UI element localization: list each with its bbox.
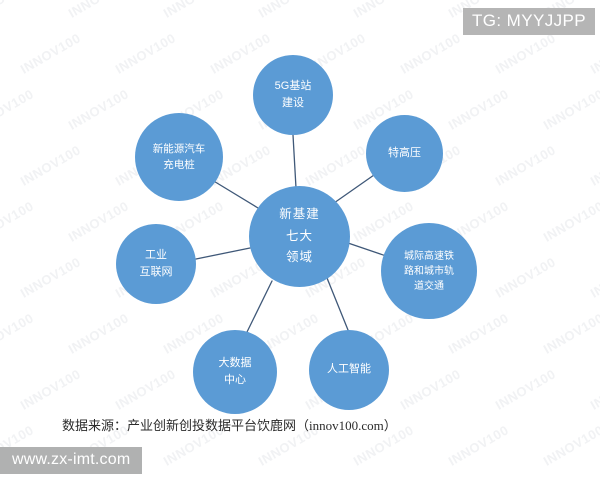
node-bigdata-line-2: 中心 <box>224 374 246 386</box>
node-rail-line-2: 路和城市轨 <box>404 265 454 277</box>
watermark-tile: INNOV100 <box>540 422 600 469</box>
site-watermark: www.zx-imt.com <box>0 447 143 474</box>
watermark-tile: INNOV100 <box>17 30 84 77</box>
node-artificial-intelligence[interactable]: 人工智能 <box>309 330 389 410</box>
node-rail-line-3: 道交通 <box>414 280 444 292</box>
connector-center-to-ev <box>211 179 259 209</box>
connector-center-to-bigdata <box>246 280 273 333</box>
node-center-line-3: 领域 <box>285 250 313 265</box>
connector-center-to-uhv <box>333 174 375 204</box>
node-center-line-1: 新基建 <box>279 206 320 221</box>
watermark-tile: INNOV100 <box>492 366 559 413</box>
watermark-tile: INNOV100 <box>445 86 512 133</box>
node-5g-line-2: 建设 <box>282 97 304 109</box>
source-caption: 数据来源：产业创新创投数据平台饮鹿网（innov100.com） <box>62 418 397 433</box>
watermark-tile: INNOV100 <box>112 366 179 413</box>
watermark-tile: INNOV100 <box>65 310 132 357</box>
watermark-tile: INNOV100 <box>0 310 37 357</box>
watermark-tile: INNOV100 <box>492 254 559 301</box>
node-ev-charging-pile[interactable]: 新能源汽车 充电桩 <box>135 113 223 201</box>
watermark-tile: INNOV100 <box>66 0 131 21</box>
watermark-tile: INNOV100 <box>492 142 559 189</box>
node-big-data-center[interactable]: 大数据 中心 <box>193 330 277 414</box>
watermark-tile: INNOV100 <box>65 198 132 245</box>
node-ultra-high-voltage[interactable]: 特高压 <box>366 115 443 192</box>
node-bigdata-line-1: 大数据 <box>218 356 252 369</box>
connector-center-to-iiot <box>195 247 251 260</box>
node-ev-line-2: 充电桩 <box>163 159 195 171</box>
watermark-tile: INNOV100 <box>540 310 600 357</box>
watermark-tile: INNOV100 <box>17 254 84 301</box>
watermark-tile: INNOV100 <box>256 0 321 21</box>
node-industrial-internet[interactable]: 工业 互联网 <box>116 224 196 304</box>
node-uhv-line-1: 特高压 <box>388 146 421 159</box>
watermark-tile: INNOV100 <box>587 30 600 77</box>
node-5g-line-1: 5G基站 <box>274 79 312 92</box>
watermark-tile: INNOV100 <box>587 254 600 301</box>
watermark-tile: INNOV100 <box>112 30 179 77</box>
node-intercity-rail-transit[interactable]: 城际高速铁 路和城市轨 道交通 <box>381 223 477 319</box>
watermark-tile: INNOV100 <box>492 30 559 77</box>
watermark-tile: INNOV100 <box>445 422 512 469</box>
watermark-tile: INNOV100 <box>445 310 512 357</box>
node-iiot-line-1: 工业 <box>145 248 167 261</box>
watermark-tile: INNOV100 <box>587 142 600 189</box>
watermark-tile: INNOV100 <box>397 30 464 77</box>
watermark-tile: INNOV100 <box>351 0 416 21</box>
watermark-tile: INNOV100 <box>587 366 600 413</box>
node-center[interactable]: 新基建 七大 领域 <box>249 186 350 287</box>
watermark-tile: INNOV100 <box>0 0 36 21</box>
watermark-tile: INNOV100 <box>540 86 600 133</box>
tg-badge: TG: MYYJJPP <box>463 8 595 35</box>
watermark-tile: INNOV100 <box>161 0 226 21</box>
watermark-tile: INNOV100 <box>397 366 464 413</box>
watermark-tile: INNOV100 <box>65 86 132 133</box>
node-rail-line-1: 城际高速铁 <box>404 250 454 262</box>
watermark-tile: INNOV100 <box>302 142 369 189</box>
node-iiot-line-2: 互联网 <box>139 266 173 278</box>
node-center-line-2: 七大 <box>285 228 313 243</box>
watermark-tile: INNOV100 <box>17 142 84 189</box>
connector-center-to-5g <box>292 134 297 189</box>
watermark-tile: INNOV100 <box>0 86 37 133</box>
connector-center-to-ai <box>326 277 349 331</box>
node-ev-line-1: 新能源汽车 <box>152 142 206 155</box>
watermark-tile: INNOV100 <box>540 198 600 245</box>
watermark-tile: INNOV100 <box>17 366 84 413</box>
node-5g-base-station[interactable]: 5G基站 建设 <box>253 55 333 135</box>
watermark-tile: INNOV100 <box>0 198 37 245</box>
node-ai-line-1: 人工智能 <box>327 363 371 376</box>
